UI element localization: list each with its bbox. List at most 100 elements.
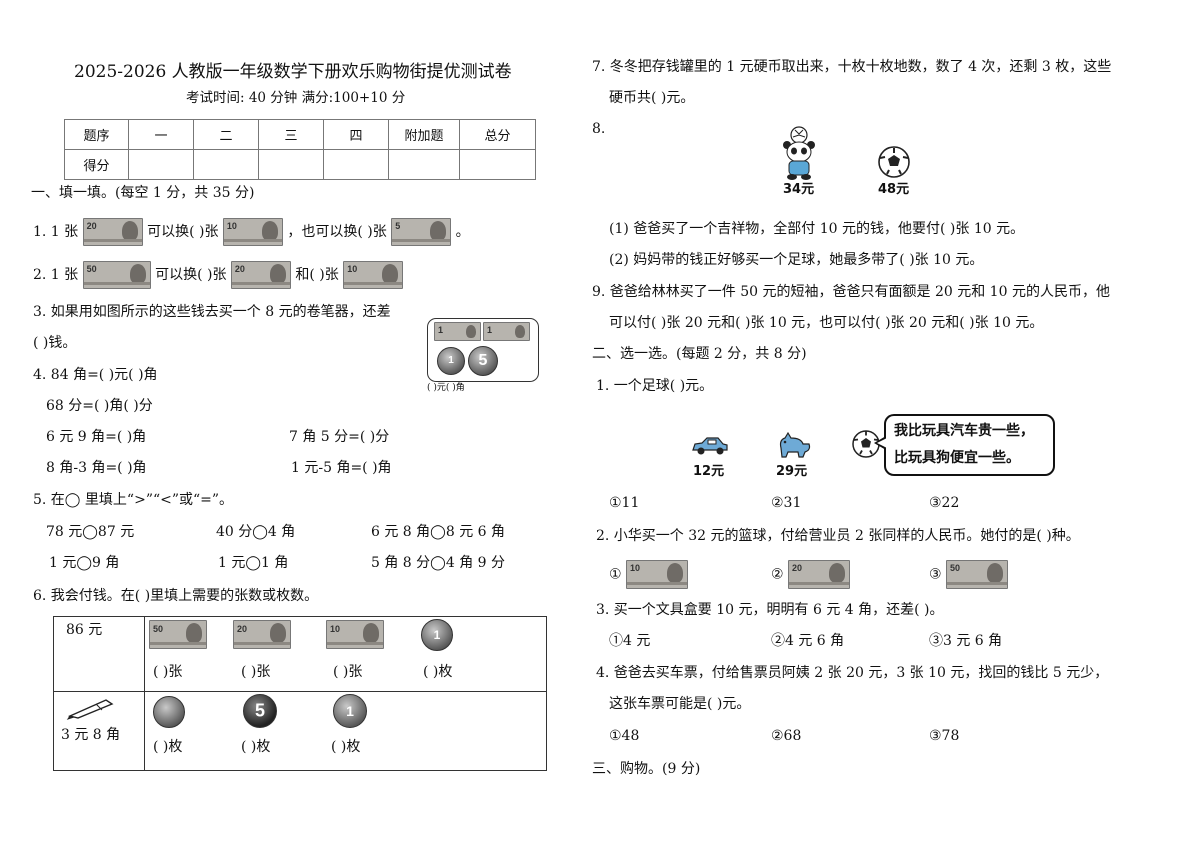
banknote-5-icon: 5 [391, 218, 452, 246]
option[interactable]: ①4 元 [609, 633, 651, 649]
option[interactable]: ②68 [771, 728, 802, 744]
blank[interactable]: ( )枚 [153, 739, 183, 755]
q2: 2. 1 张 50 可以换( )张 20 和( )张 10 [33, 261, 404, 289]
score-header: 四 [323, 119, 389, 150]
option[interactable]: ③78 [929, 728, 960, 744]
s2-q4-line2: 这张车票可能是( )元。 [609, 696, 751, 712]
blank[interactable]: ( )张 [153, 664, 183, 680]
coin-1-jiao-icon [153, 696, 185, 728]
score-cell[interactable] [128, 149, 194, 180]
q5-item: 5 角 8 分◯4 角 9 分 [371, 555, 505, 571]
q1-text-b: 可以换( )张 [147, 224, 219, 240]
banknote-10-icon: 10 [626, 560, 689, 589]
q5-heading: 5. 在◯ 里填上“>”“<”或“=”。 [33, 492, 234, 508]
toy-price: 29元 [776, 464, 808, 479]
q7-line2: 硬币共( )元。 [609, 90, 695, 106]
s2-q1: 1. 一个足球( )元。 [596, 378, 714, 394]
s2-q3: 3. 买一个文具盒要 10 元，明明有 6 元 4 角，还差( )。 [596, 602, 944, 618]
q3-line2: ( )钱。 [33, 335, 77, 351]
bubble-line2: 比玩具狗便宜一些。 [894, 450, 1020, 466]
section3-heading: 三、购物。(9 分) [592, 761, 701, 777]
option[interactable]: ② 20 [771, 560, 851, 589]
payment-table: 86 元 50 20 10 1 ( )张 ( )张 ( )张 ( )枚 3 元 … [53, 616, 547, 771]
q5-item: 40 分◯4 角 [216, 524, 296, 540]
price-cell: 86 元 [53, 616, 145, 692]
option[interactable]: ②4 元 6 角 [771, 633, 845, 649]
option[interactable]: ①11 [609, 495, 640, 511]
toy-dog-icon [779, 431, 811, 458]
q3-caption: ( )元( )角 [427, 383, 465, 393]
exam-info: 考试时间: 40 分钟 满分:100+10 分 [186, 90, 406, 106]
score-header: 附加题 [388, 119, 460, 150]
banknote-1-icon: 1 [483, 322, 530, 341]
coin-5-jiao-icon: 5 [243, 694, 277, 728]
page-title: 2025-2026 人教版一年级数学下册欢乐购物街提优测试卷 [74, 62, 512, 82]
coin-5-jiao-icon: 5 [468, 346, 498, 376]
score-cell[interactable] [323, 149, 389, 180]
q5-item: 1 元◯9 角 [49, 555, 120, 571]
score-header: 一 [128, 119, 194, 150]
option[interactable]: ③3 元 6 角 [929, 633, 1003, 649]
banknote-10-icon: 10 [222, 218, 283, 246]
payment-row: 50 20 10 1 ( )张 ( )张 ( )张 ( )枚 [144, 616, 547, 692]
coin-1-yuan-icon: 1 [333, 694, 367, 728]
score-cell[interactable] [388, 149, 460, 180]
q4-line3a: 6 元 9 角=( )角 [46, 429, 147, 445]
option[interactable]: ③22 [929, 495, 960, 511]
q8-price: 34元 [783, 182, 815, 197]
score-cell[interactable] [459, 149, 536, 180]
blank[interactable]: ( )枚 [241, 739, 271, 755]
q5-item: 78 元◯87 元 [46, 524, 135, 540]
blank[interactable]: ( )枚 [331, 739, 361, 755]
q8-label: 8. [592, 121, 606, 137]
blank[interactable]: ( )张 [241, 664, 271, 680]
blank[interactable]: ( )枚 [423, 664, 453, 680]
q4-line2: 68 分=( )角( )分 [46, 398, 153, 414]
q1: 1. 1 张 20 可以换( )张 10 ，也可以换( )张 5 。 [33, 218, 470, 246]
q3-money-box: 1 1 1 5 [427, 318, 539, 382]
banknote-20-icon: 20 [233, 620, 291, 649]
q1-text-a: 1. 1 张 [33, 224, 79, 240]
banknote-10-icon: 10 [343, 261, 404, 289]
section2-heading: 二、选一选。(每题 2 分，共 8 分) [592, 346, 807, 362]
bubble-line1: 我比玩具汽车贵一些， [894, 423, 1034, 439]
score-cell[interactable] [193, 149, 259, 180]
q8-sub1: (1) 爸爸买了一个吉祥物，全部付 10 元的钱，他要付( )张 10 元。 [609, 221, 1025, 237]
coin-1-jiao-icon: 1 [437, 347, 465, 375]
q4-line4a: 8 角-3 角=( )角 [46, 460, 147, 476]
q5-item: 6 元 8 角◯8 元 6 角 [371, 524, 505, 540]
q5-item: 1 元◯1 角 [218, 555, 289, 571]
banknote-50-icon: 50 [82, 261, 151, 289]
q3-line1: 3. 如果用如图所示的这些钱去买一个 8 元的卷笔器，还差 [33, 304, 391, 320]
score-header: 题序 [64, 119, 129, 150]
score-row-label: 得分 [64, 149, 129, 180]
banknote-50-icon: 50 [946, 560, 1009, 589]
option[interactable]: ③ 50 [929, 560, 1009, 589]
panda-mascot-icon [783, 126, 815, 180]
blank[interactable]: ( )张 [333, 664, 363, 680]
q8-sub2: (2) 妈妈带的钱正好够买一个足球，她最多带了( )张 10 元。 [609, 252, 984, 268]
banknote-20-icon: 20 [788, 560, 851, 589]
banknote-20-icon: 20 [230, 261, 291, 289]
banknote-1-icon: 1 [434, 322, 481, 341]
pen-icon [66, 699, 114, 720]
option[interactable]: ②31 [771, 495, 802, 511]
coin-1-yuan-icon: 1 [421, 619, 453, 651]
q8-price: 48元 [878, 182, 910, 197]
q7-line1: 7. 冬冬把存钱罐里的 1 元硬币取出来，十枚十枚地数，数了 4 次，还剩 3 … [592, 59, 1112, 75]
soccer-ball-icon [878, 146, 910, 178]
score-cell[interactable] [258, 149, 324, 180]
option[interactable]: ①48 [609, 728, 640, 744]
q1-text-c: ，也可以换( )张 [287, 224, 387, 240]
payment-row: 5 1 ( )枚 ( )枚 ( )枚 [144, 691, 547, 771]
speech-bubble: 我比玩具汽车贵一些， 比玩具狗便宜一些。 [874, 414, 1055, 476]
q4-line1: 4. 84 角=( )元( )角 [33, 367, 158, 383]
banknote-50-icon: 50 [149, 620, 207, 649]
q9-line2: 可以付( )张 20 元和( )张 10 元，也可以付( )张 20 元和( )… [609, 315, 1044, 331]
score-header: 三 [258, 119, 324, 150]
score-header: 二 [193, 119, 259, 150]
q6-heading: 6. 我会付钱。在( )里填上需要的张数或枚数。 [33, 588, 319, 604]
score-header: 总分 [459, 119, 536, 150]
toy-car-icon [692, 437, 728, 455]
option[interactable]: ① 10 [609, 560, 689, 589]
